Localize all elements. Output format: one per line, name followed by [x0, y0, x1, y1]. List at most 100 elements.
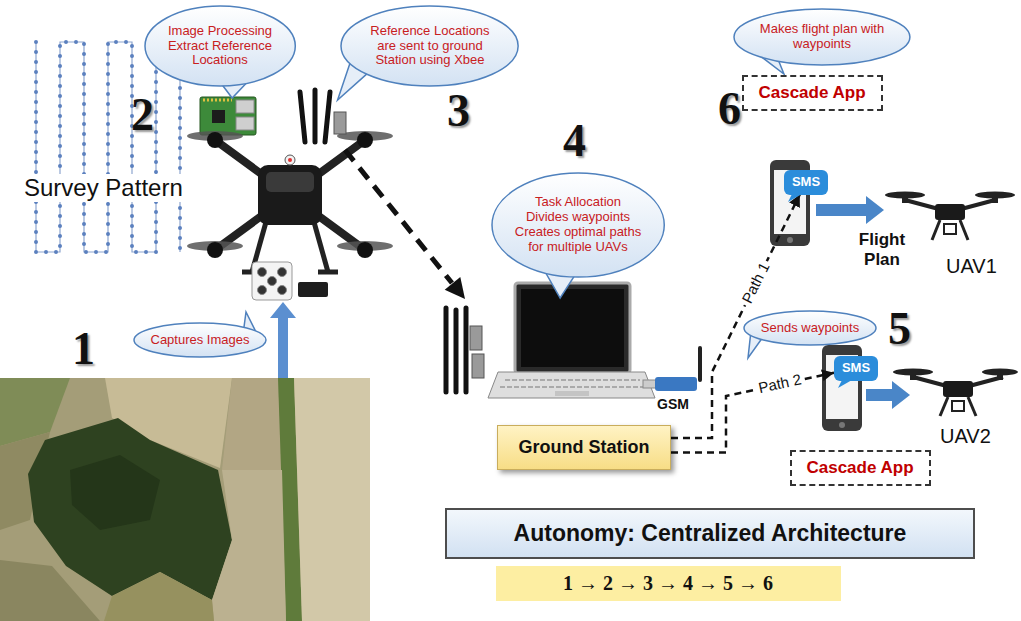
path-arrow: [671, 373, 834, 453]
bubble-ellipse: [492, 173, 664, 277]
text-label: GSM: [657, 396, 689, 412]
gsm-dongle: [698, 348, 702, 380]
laptop: [521, 289, 624, 367]
node-text: Autonomy: Centralized Architecture: [514, 520, 907, 546]
sms-tail: [788, 194, 802, 202]
uav-drone: [885, 192, 1018, 417]
edge-label: Path 2: [754, 371, 806, 398]
bubble-ellipse: [734, 9, 910, 65]
uav-drone: [960, 220, 968, 240]
bubble-ellipse: [145, 6, 295, 86]
node-text: Cascade App: [758, 83, 865, 103]
camera-sensor: [268, 277, 277, 286]
callout-bubble: Task Allocation Divides waypoints Create…: [491, 172, 665, 278]
uav-drone: [935, 204, 965, 220]
capture-arrow: [278, 318, 288, 378]
laptop: [488, 372, 655, 398]
xbee-antennas: [313, 90, 318, 142]
satellite-image: [0, 378, 370, 621]
ground-antennas: [444, 308, 449, 392]
ground-antennas: [454, 310, 459, 392]
laptop: [505, 379, 640, 381]
bubble-ellipse: [341, 6, 518, 86]
uav-drone: [940, 397, 948, 416]
xbee-antennas: [300, 92, 305, 142]
camera-sensor: [258, 268, 267, 277]
flight-plan-arrow: [892, 381, 910, 409]
camera-sensor: [278, 268, 287, 277]
ground-antennas: [472, 354, 484, 378]
text-label: UAV2: [940, 424, 991, 448]
edge-label: Path 1: [738, 257, 775, 309]
quadcopter-drone: [357, 132, 373, 148]
xbee-antennas: [325, 92, 330, 142]
quadcopter-drone: [207, 242, 223, 258]
callout-bubble: Captures Images: [133, 322, 267, 358]
node-text: Cascade App: [806, 458, 913, 478]
sms-tail: [838, 380, 852, 388]
capture-arrow: [270, 302, 296, 378]
laptop: [500, 386, 645, 388]
camera-sensor: [258, 286, 267, 295]
callout-number: 5: [888, 306, 911, 352]
node-text: Makes flight plan with waypoints: [754, 22, 889, 52]
node-text: SMS: [792, 175, 820, 190]
app-box: Cascade App: [742, 75, 883, 111]
flight-plan-arrow: [866, 196, 884, 224]
satellite-image: [212, 470, 286, 621]
flight-plan-arrow: [866, 389, 892, 401]
camera-sensor: [252, 262, 328, 300]
satellite-image: [0, 560, 100, 621]
transfer-arrow: [345, 150, 452, 283]
node-text: SMS: [842, 361, 870, 376]
flight-plan-arrow: [816, 196, 910, 409]
uav-drone: [902, 195, 908, 203]
survey-pattern: [36, 42, 180, 252]
flight-plan-arrow: [816, 204, 866, 216]
satellite-image: [104, 572, 214, 621]
uav-drone: [944, 224, 956, 234]
satellite-image: [28, 418, 232, 600]
callout-bubble: Sends waypoints: [743, 310, 877, 346]
quadcopter-drone: [285, 155, 295, 165]
uav-drone: [952, 401, 964, 411]
xbee-antennas: [334, 112, 346, 134]
bubble-ellipse: [134, 323, 266, 357]
camera-sensor: [252, 262, 292, 300]
callout-bubble: Makes flight plan with waypoints: [733, 8, 911, 66]
ground-antennas: [446, 308, 484, 392]
uav-drone: [910, 372, 916, 380]
raspberry-pi-board: [203, 99, 232, 102]
smartphone: [787, 237, 793, 243]
text-label: Flight Plan: [850, 230, 914, 269]
node-text: Ground Station: [519, 437, 650, 458]
uav-drone: [943, 381, 973, 397]
camera-sensor: [298, 282, 328, 297]
quadcopter-drone: [314, 222, 328, 272]
quadcopter-drone: [357, 242, 373, 258]
sms-icon: SMS: [834, 356, 878, 381]
satellite-image: [222, 378, 282, 470]
callout-bubble: Image Processing Extract Reference Locat…: [144, 5, 296, 87]
survey-pattern: [36, 42, 180, 252]
quadcopter-drone: [187, 131, 393, 272]
raspberry-pi-board: [212, 110, 225, 123]
node-text: Sends waypoints: [761, 321, 859, 336]
station-box: Ground Station: [497, 425, 671, 470]
laptop: [555, 391, 589, 396]
text-label: Survey Pattern: [22, 174, 185, 202]
gsm-dongle: [655, 377, 697, 391]
gsm-dongle: [643, 380, 656, 388]
node-text: Task Allocation Divides waypoints Create…: [512, 195, 644, 255]
raspberry-pi-board: [236, 117, 254, 130]
quadcopter-drone: [258, 165, 322, 225]
sms-icon: SMS: [784, 170, 828, 195]
survey-pattern: [36, 42, 180, 252]
raspberry-pi-board: [200, 97, 256, 135]
laptop: [488, 283, 655, 398]
smartphone: [839, 422, 845, 428]
transfer-arrow: [345, 150, 465, 299]
callout-number: 1: [72, 326, 95, 372]
